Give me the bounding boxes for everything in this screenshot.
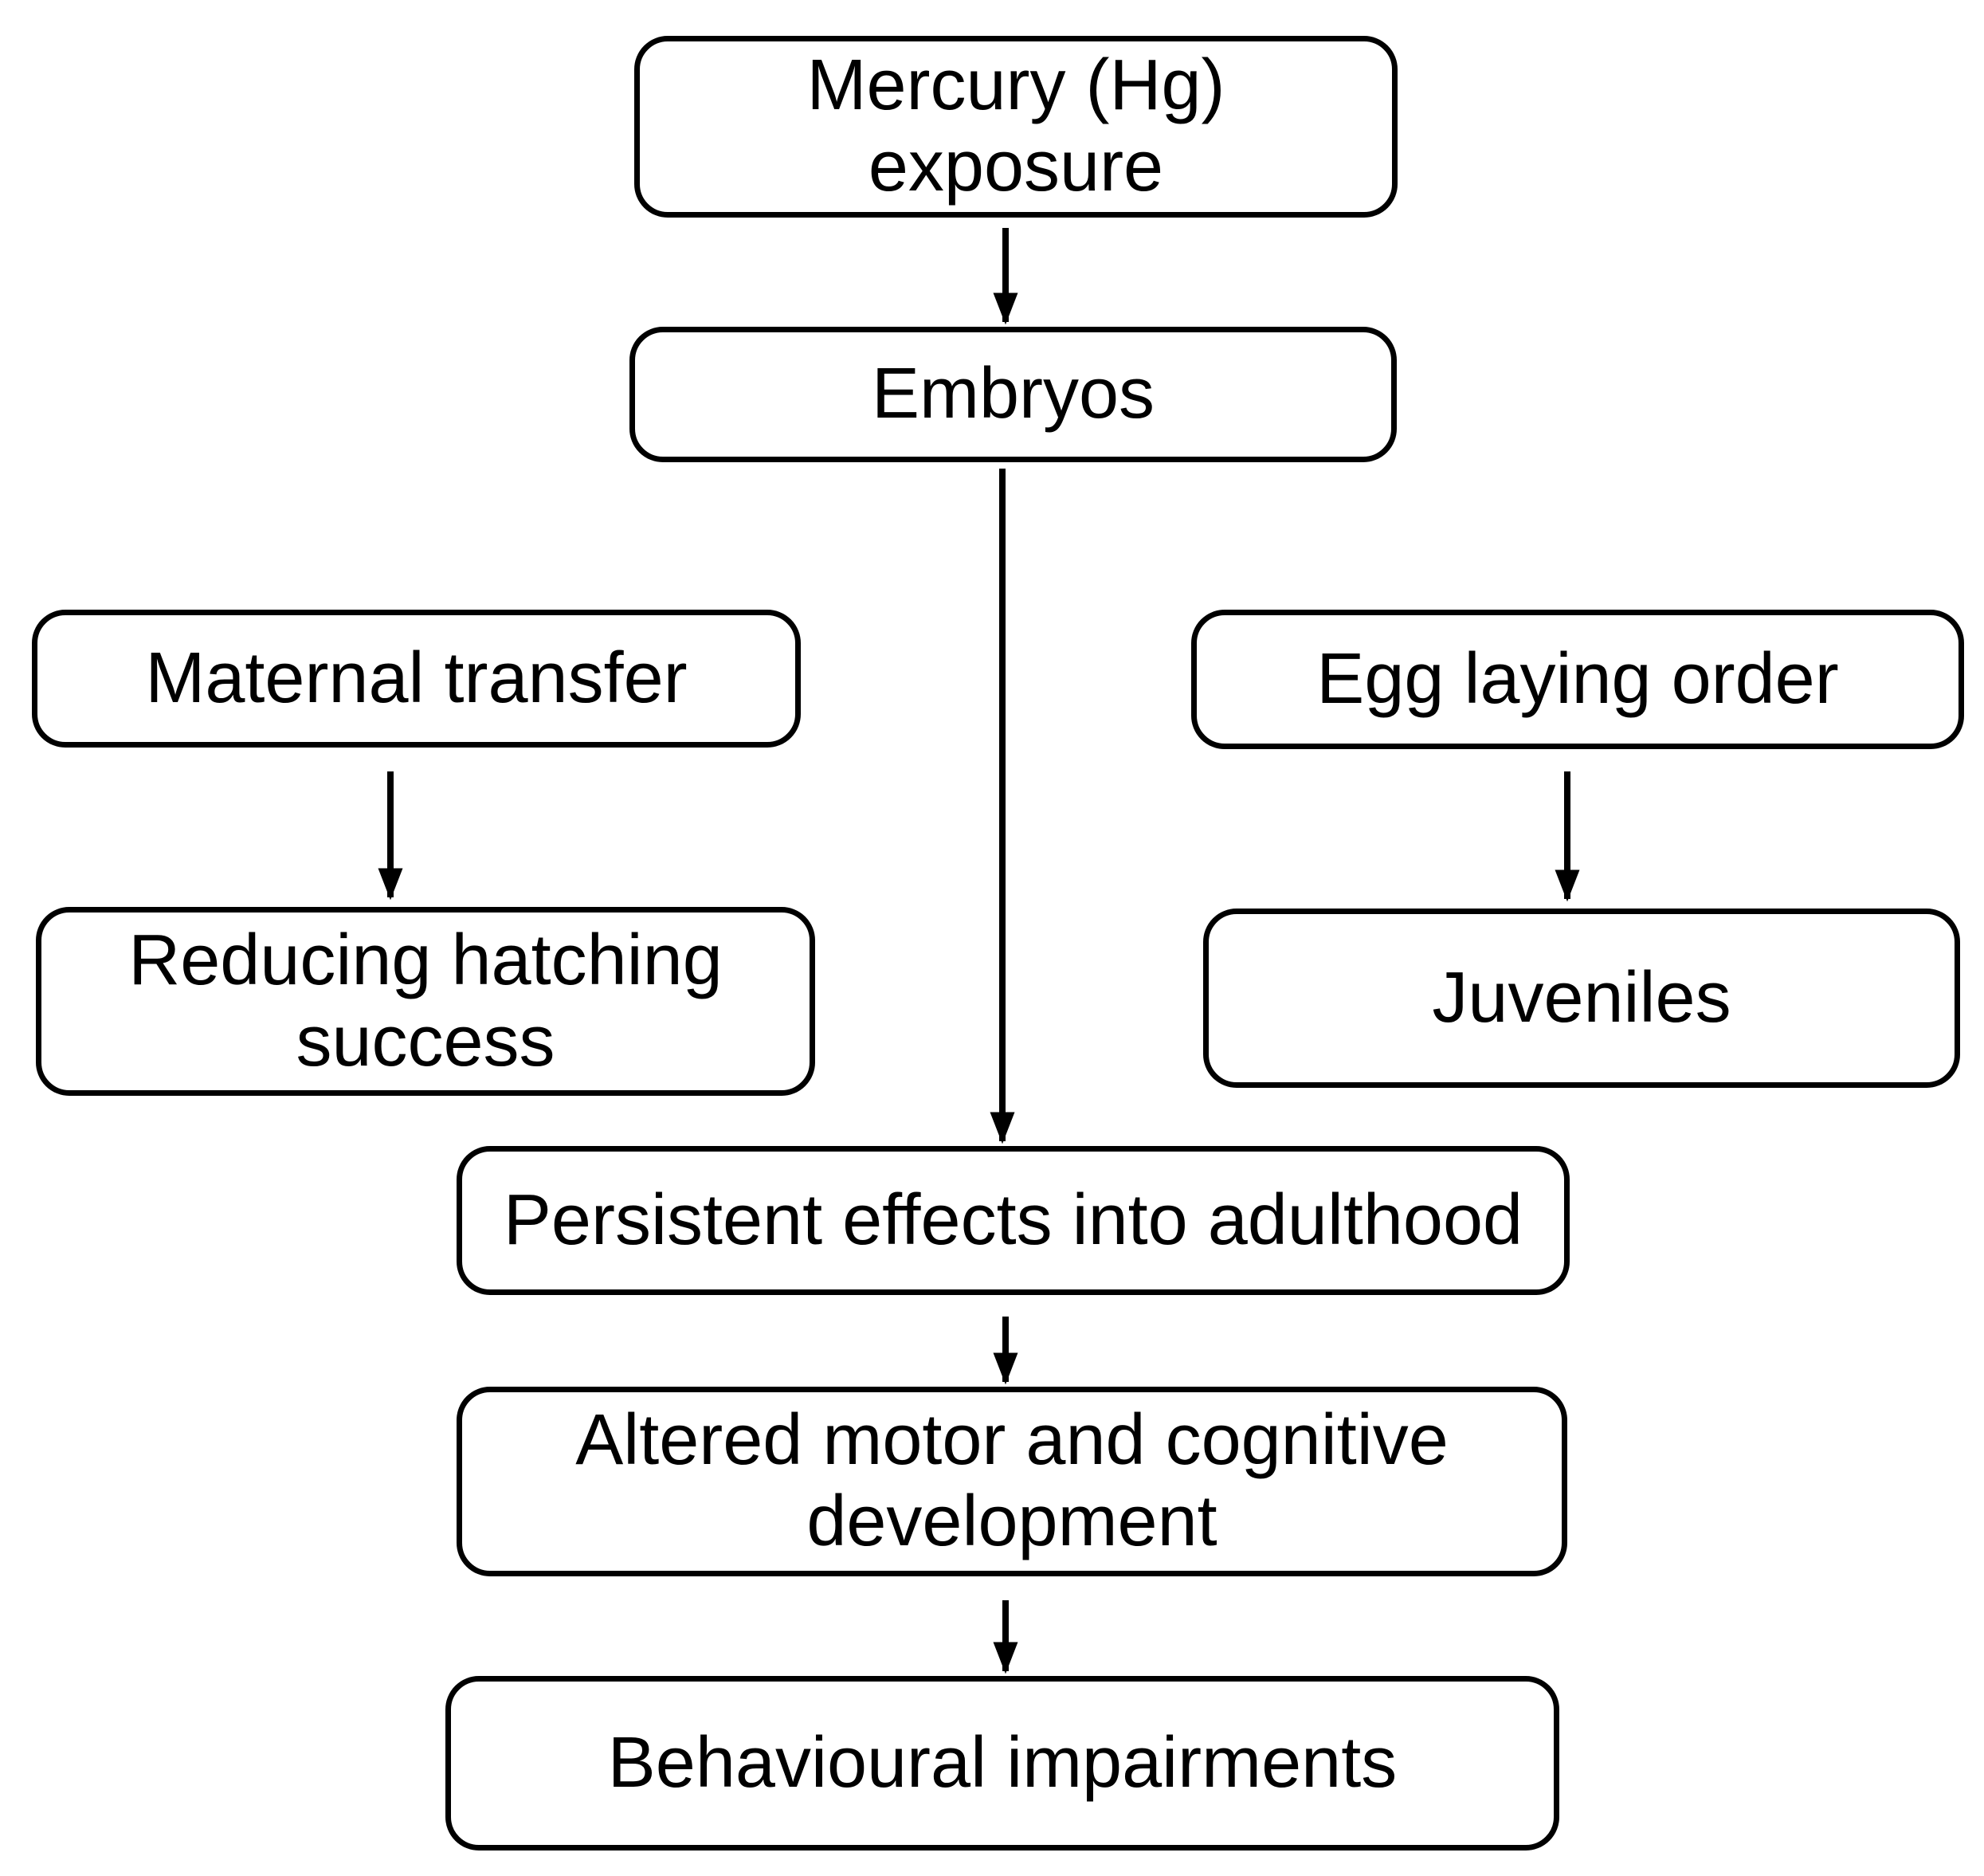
node-behavioural-impairments: Behavioural impairments [445,1676,1559,1850]
node-mercury-exposure-label: Mercury (Hg) exposure [806,45,1225,206]
node-egg-laying-order-label: Egg laying order [1316,638,1839,719]
node-mercury-exposure: Mercury (Hg) exposure [634,36,1398,218]
node-behavioural-impairments-label: Behavioural impairments [607,1722,1398,1803]
node-juveniles: Juveniles [1203,909,1960,1088]
node-embryos: Embryos [629,327,1397,462]
node-maternal-transfer-label: Maternal transfer [145,638,688,718]
node-altered-motor-cognitive-label: Altered motor and cognitive development [575,1400,1449,1561]
node-reducing-hatching-success: Reducing hatching success [36,907,815,1096]
node-maternal-transfer: Maternal transfer [32,610,801,748]
node-persistent-effects: Persistent effects into adulthood [457,1146,1570,1295]
node-embryos-label: Embryos [871,354,1155,434]
node-reducing-hatching-success-label: Reducing hatching success [128,920,723,1081]
node-juveniles-label: Juveniles [1432,957,1731,1038]
node-altered-motor-cognitive: Altered motor and cognitive development [457,1387,1567,1576]
node-persistent-effects-label: Persistent effects into adulthood [503,1179,1523,1260]
node-egg-laying-order: Egg laying order [1191,610,1964,749]
